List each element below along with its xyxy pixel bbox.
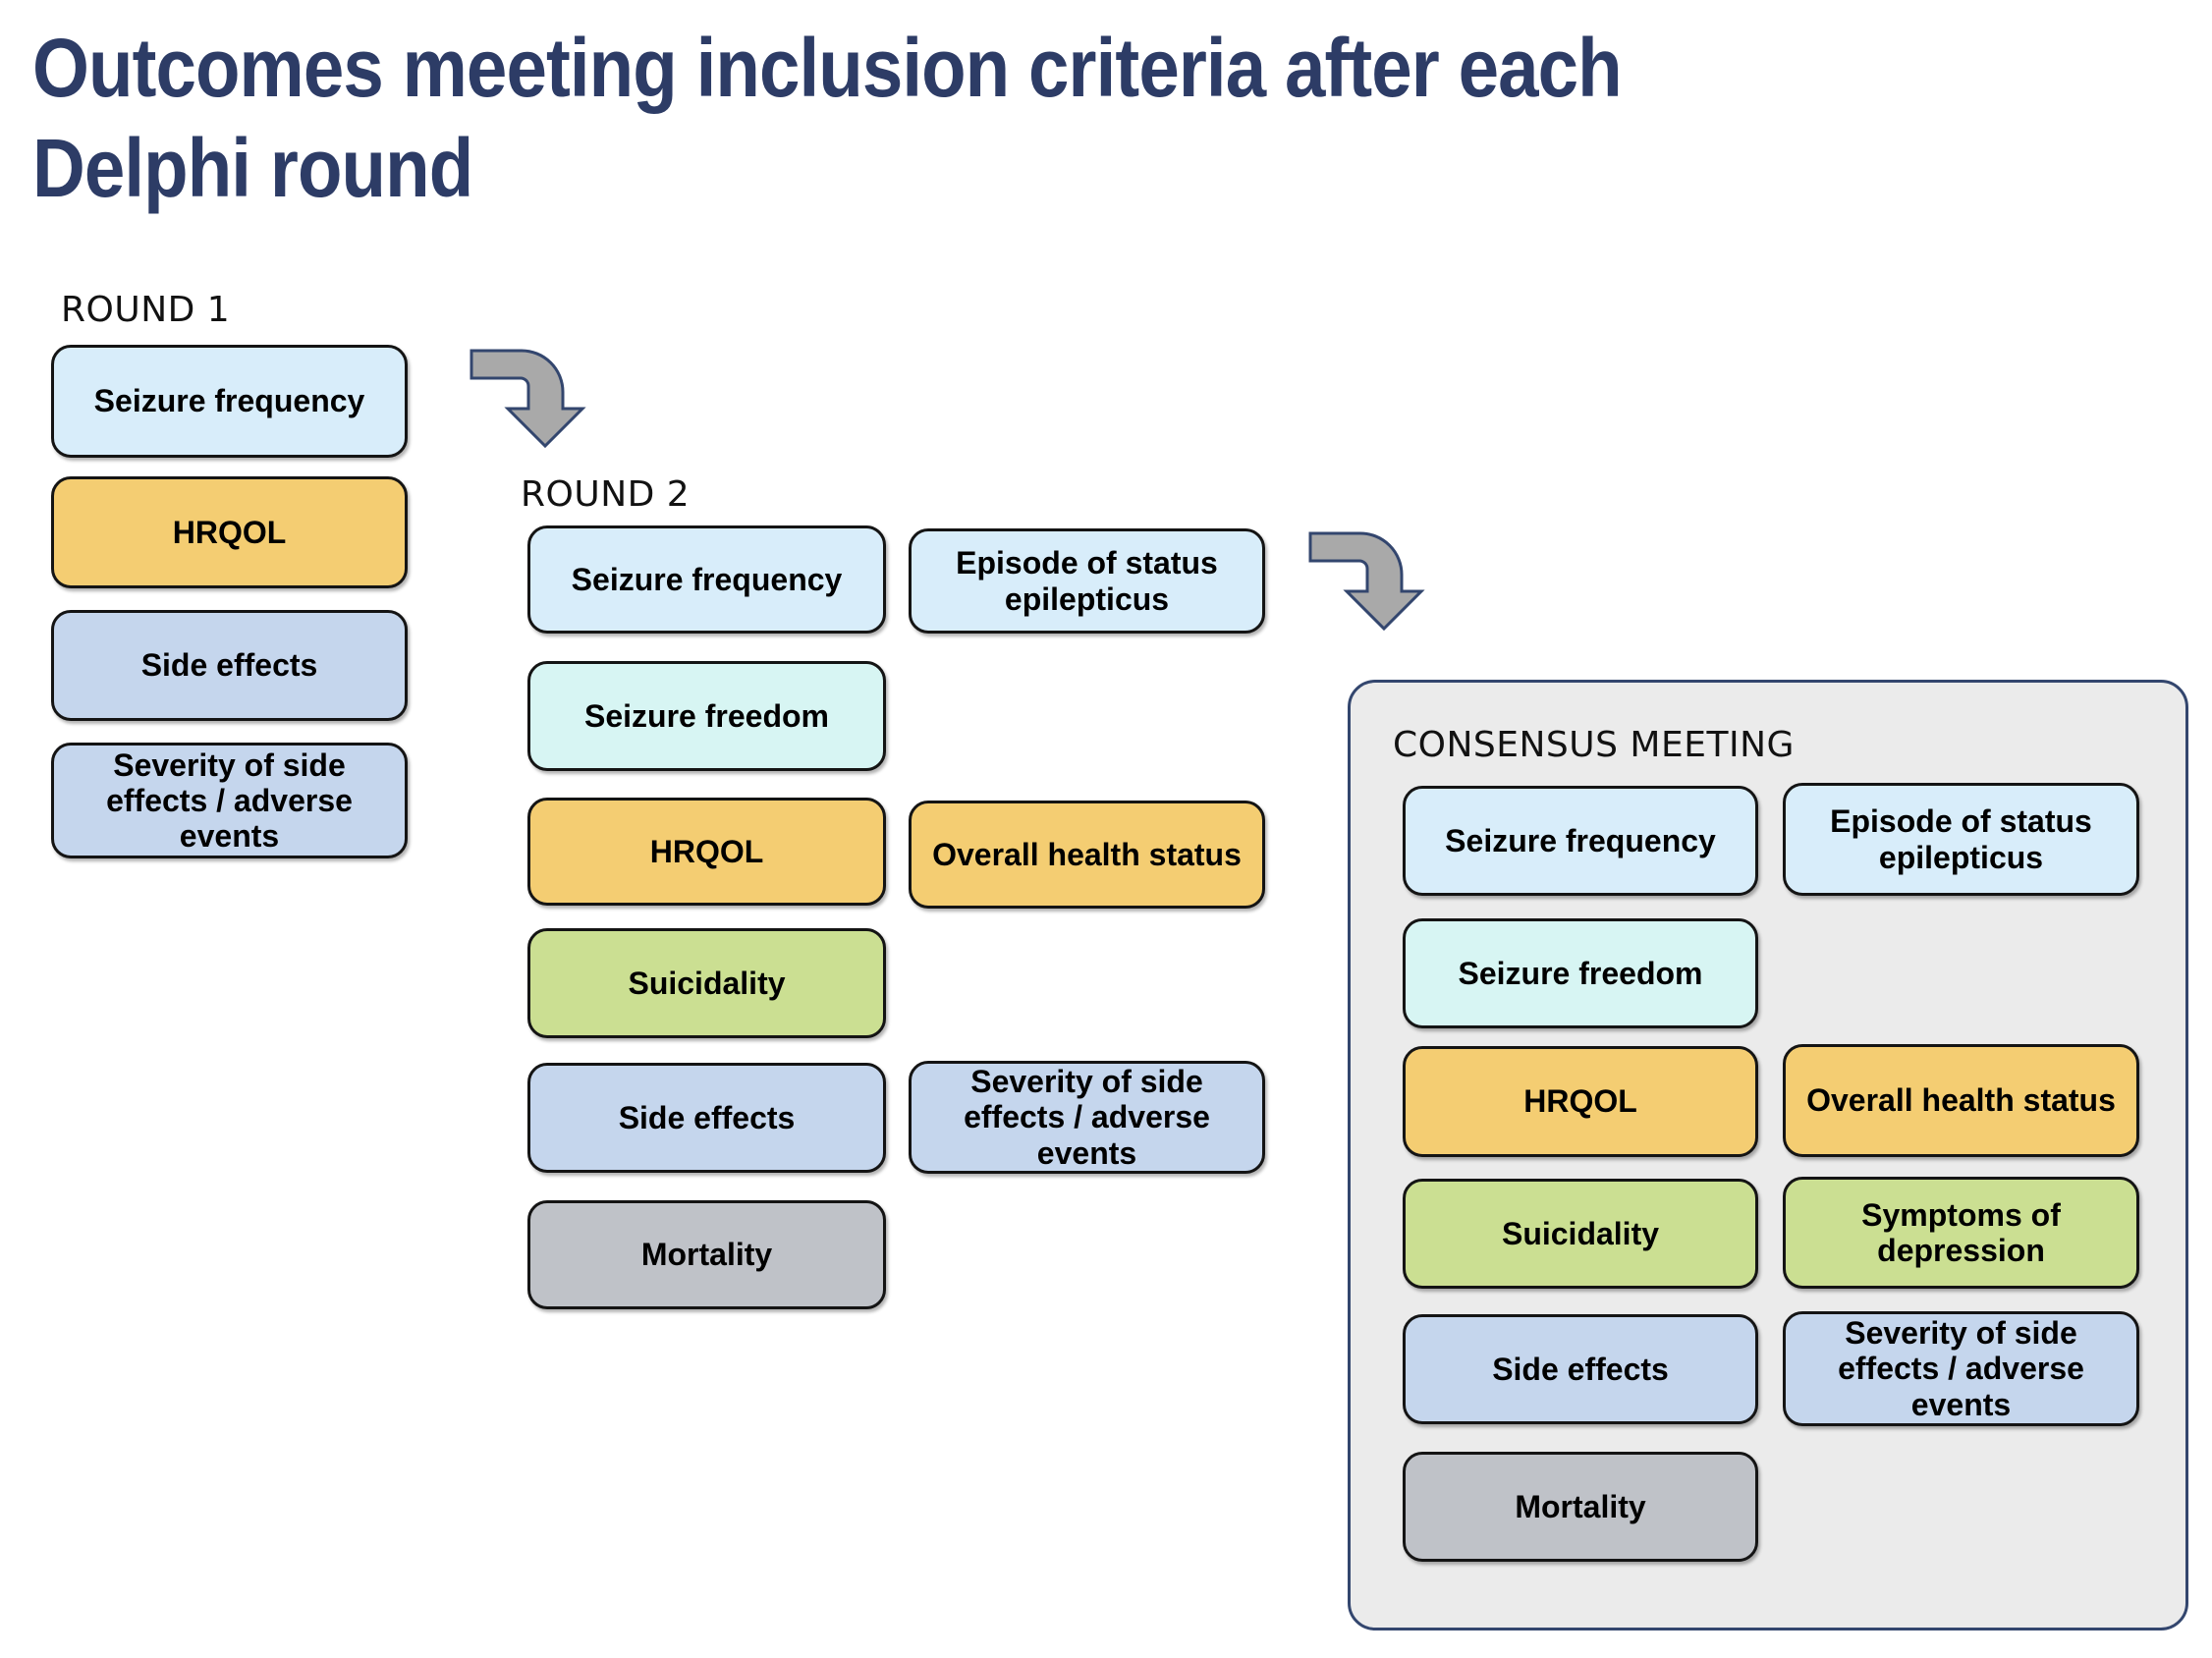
outcome-label: Seizure freedom [1458, 955, 1703, 991]
outcome-label: Mortality [1515, 1488, 1646, 1524]
outcome-label: Suicidality [1501, 1215, 1660, 1251]
page-title-line1: Outcomes meeting inclusion criteria afte… [32, 22, 1623, 114]
box-round2-side-effects: Side effects [527, 1063, 886, 1173]
box-consensus-suicidality: Suicidality [1403, 1179, 1758, 1289]
box-consensus-side-effects: Side effects [1403, 1314, 1758, 1424]
round2-label: ROUND 2 [521, 474, 691, 515]
outcome-label: HRQOL [172, 514, 287, 550]
box-consensus-seizure-freedom: Seizure freedom [1403, 918, 1758, 1028]
outcome-label: Severity of side effects / adverse event… [106, 746, 353, 855]
arrow-round1-to-round2-icon [470, 349, 586, 449]
box-consensus-severity-side-effects: Severity of side effects / adverse event… [1783, 1311, 2139, 1426]
outcome-label: Severity of side effects / adverse event… [1838, 1315, 2084, 1422]
box-round1-severity-side-effects: Severity of side effects / adverse event… [51, 743, 408, 858]
arrow-round2-to-consensus-icon [1308, 531, 1425, 632]
box-round2-seizure-frequency: Seizure frequency [527, 525, 886, 634]
box-round2-seizure-freedom: Seizure freedom [527, 661, 886, 771]
outcome-label: Mortality [640, 1237, 773, 1273]
outcome-label: Seizure freedom [584, 697, 829, 734]
outcome-label: HRQOL [649, 833, 764, 869]
box-round1-side-effects: Side effects [51, 610, 408, 721]
outcome-label: Overall health status [932, 836, 1242, 872]
box-consensus-status-epilepticus: Episode of status epilepticus [1783, 783, 2139, 896]
box-round2-overall-health-status: Overall health status [909, 801, 1265, 909]
outcome-label: Severity of side effects / adverse event… [964, 1064, 1210, 1171]
outcome-label: Episode of status epilepticus [956, 545, 1218, 617]
box-consensus-hrqol: HRQOL [1403, 1046, 1758, 1157]
outcome-label: Seizure frequency [1445, 822, 1716, 858]
box-consensus-overall-health-status: Overall health status [1783, 1044, 2139, 1157]
outcome-label: Side effects [1492, 1351, 1669, 1387]
box-round2-mortality: Mortality [527, 1200, 886, 1309]
outcome-label: Seizure frequency [571, 561, 843, 597]
outcome-label: Overall health status [1806, 1082, 2116, 1119]
box-round1-hrqol: HRQOL [51, 476, 408, 588]
box-consensus-mortality: Mortality [1403, 1452, 1758, 1562]
page-title: Outcomes meeting inclusion criteria afte… [32, 18, 1912, 219]
box-round2-suicidality: Suicidality [527, 928, 886, 1038]
box-consensus-symptoms-of-depression: Symptoms of depression [1783, 1177, 2139, 1289]
consensus-meeting-label: CONSENSUS MEETING [1393, 725, 1795, 765]
page-title-line2: Delphi round [32, 122, 473, 215]
box-round1-seizure-frequency: Seizure frequency [51, 345, 408, 458]
box-consensus-seizure-frequency: Seizure frequency [1403, 786, 1758, 896]
round1-label: ROUND 1 [61, 290, 231, 330]
outcome-label: Suicidality [628, 965, 786, 1001]
box-round2-severity-side-effects: Severity of side effects / adverse event… [909, 1061, 1265, 1174]
outcome-label: HRQOL [1523, 1083, 1637, 1120]
outcome-label: Side effects [618, 1099, 796, 1135]
outcome-label: Symptoms of depression [1861, 1196, 2061, 1268]
box-round2-hrqol: HRQOL [527, 798, 886, 906]
outcome-label: Seizure frequency [93, 383, 365, 419]
outcome-label: Episode of status epilepticus [1830, 803, 2092, 875]
outcome-label: Side effects [140, 647, 318, 684]
box-round2-status-epilepticus: Episode of status epilepticus [909, 528, 1265, 634]
